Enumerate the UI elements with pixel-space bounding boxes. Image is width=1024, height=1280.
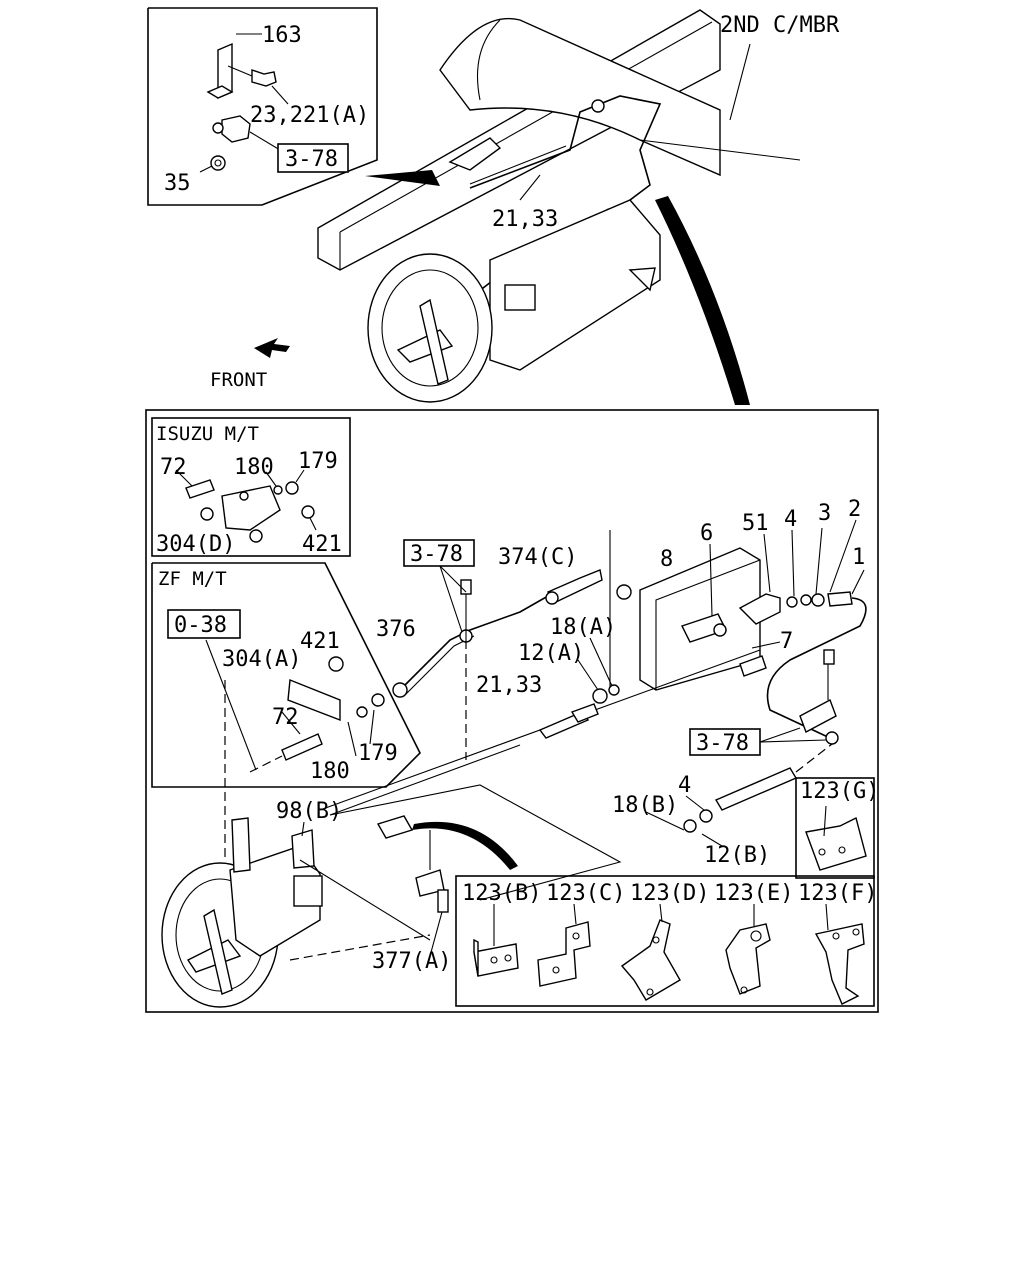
- zf-label-180: 180: [310, 759, 350, 784]
- main-label-12a: 12(A): [518, 641, 584, 666]
- ref-box-3-78-main[interactable]: [403, 539, 475, 567]
- isuzu-title: ISUZU M/T: [156, 423, 259, 445]
- top-inset: 163 23,221(A) 35 3-78: [147, 7, 378, 206]
- isuzu-label-72: 72: [160, 455, 187, 480]
- main-label-3: 3: [818, 501, 831, 526]
- bracket-label-123b: 123(B): [462, 881, 541, 906]
- zf-label-421: 421: [300, 629, 340, 654]
- main-drawing: 374(C) 8 6 51 4 3 2 1 376 18(A) 12(A) 21…: [161, 497, 879, 1008]
- bracket-label-123e: 123(E): [714, 881, 793, 906]
- ref-label-0-38[interactable]: 0-38: [174, 613, 227, 638]
- overview-pipe-label: 21,33: [492, 207, 558, 232]
- front-label: FRONT: [210, 369, 267, 391]
- isuzu-label-421: 421: [302, 532, 342, 557]
- ref-box-0-38[interactable]: [167, 609, 241, 639]
- main-label-18a: 18(A): [550, 615, 616, 640]
- isuzu-inset: ISUZU M/T 72 180 179 304(D) 421: [151, 417, 351, 557]
- main-label-21-33: 21,33: [476, 673, 542, 698]
- bracket-label-123f: 123(F): [798, 881, 877, 906]
- main-label-4-low: 4: [678, 773, 691, 798]
- main-label-374c: 374(C): [498, 545, 577, 570]
- main-label-123g: 123(G): [800, 779, 879, 804]
- zf-inset: ZF M/T 0-38 421 304(A) 72 179 180: [151, 562, 421, 788]
- inset-label-35: 35: [164, 171, 191, 196]
- isuzu-label-180: 180: [234, 455, 274, 480]
- zf-label-72: 72: [272, 705, 299, 730]
- ref-label-3-78-top[interactable]: 3-78: [285, 147, 338, 172]
- bracket-label-123c: 123(C): [546, 881, 625, 906]
- main-frame: [145, 409, 879, 1013]
- main-label-12b: 12(B): [704, 843, 770, 868]
- overview-drawing: 2ND C/MBR 21,33 FRONT: [210, 9, 840, 405]
- brackets-panel: 123(B) 123(C) 123(D) 123(E) 123(F): [455, 875, 877, 1007]
- isuzu-label-179: 179: [298, 449, 338, 474]
- main-label-376: 376: [376, 617, 416, 642]
- zf-label-179: 179: [358, 741, 398, 766]
- inset-label-23-221a: 23,221(A): [250, 103, 369, 128]
- main-label-377a: 377(A): [372, 949, 451, 974]
- main-label-98b: 98(B): [276, 799, 342, 824]
- main-label-2: 2: [848, 497, 861, 522]
- bracket-label-123d: 123(D): [630, 881, 709, 906]
- main-label-7: 7: [780, 629, 793, 654]
- zf-title: ZF M/T: [158, 568, 227, 590]
- zf-label-304a: 304(A): [222, 647, 301, 672]
- ref-box-3-78-top[interactable]: [277, 143, 349, 173]
- main-label-1: 1: [852, 545, 865, 570]
- main-label-6: 6: [700, 521, 713, 546]
- main-label-8: 8: [660, 547, 673, 572]
- member-label: 2ND C/MBR: [720, 13, 840, 38]
- ref-label-3-78-main[interactable]: 3-78: [410, 542, 463, 567]
- inset-label-163: 163: [262, 23, 302, 48]
- main-label-51: 51: [742, 511, 769, 536]
- main-label-4-top: 4: [784, 507, 797, 532]
- main-label-18b: 18(B): [612, 793, 678, 818]
- ref-label-3-78-right[interactable]: 3-78: [696, 731, 749, 756]
- isuzu-label-304d: 304(D): [156, 532, 235, 557]
